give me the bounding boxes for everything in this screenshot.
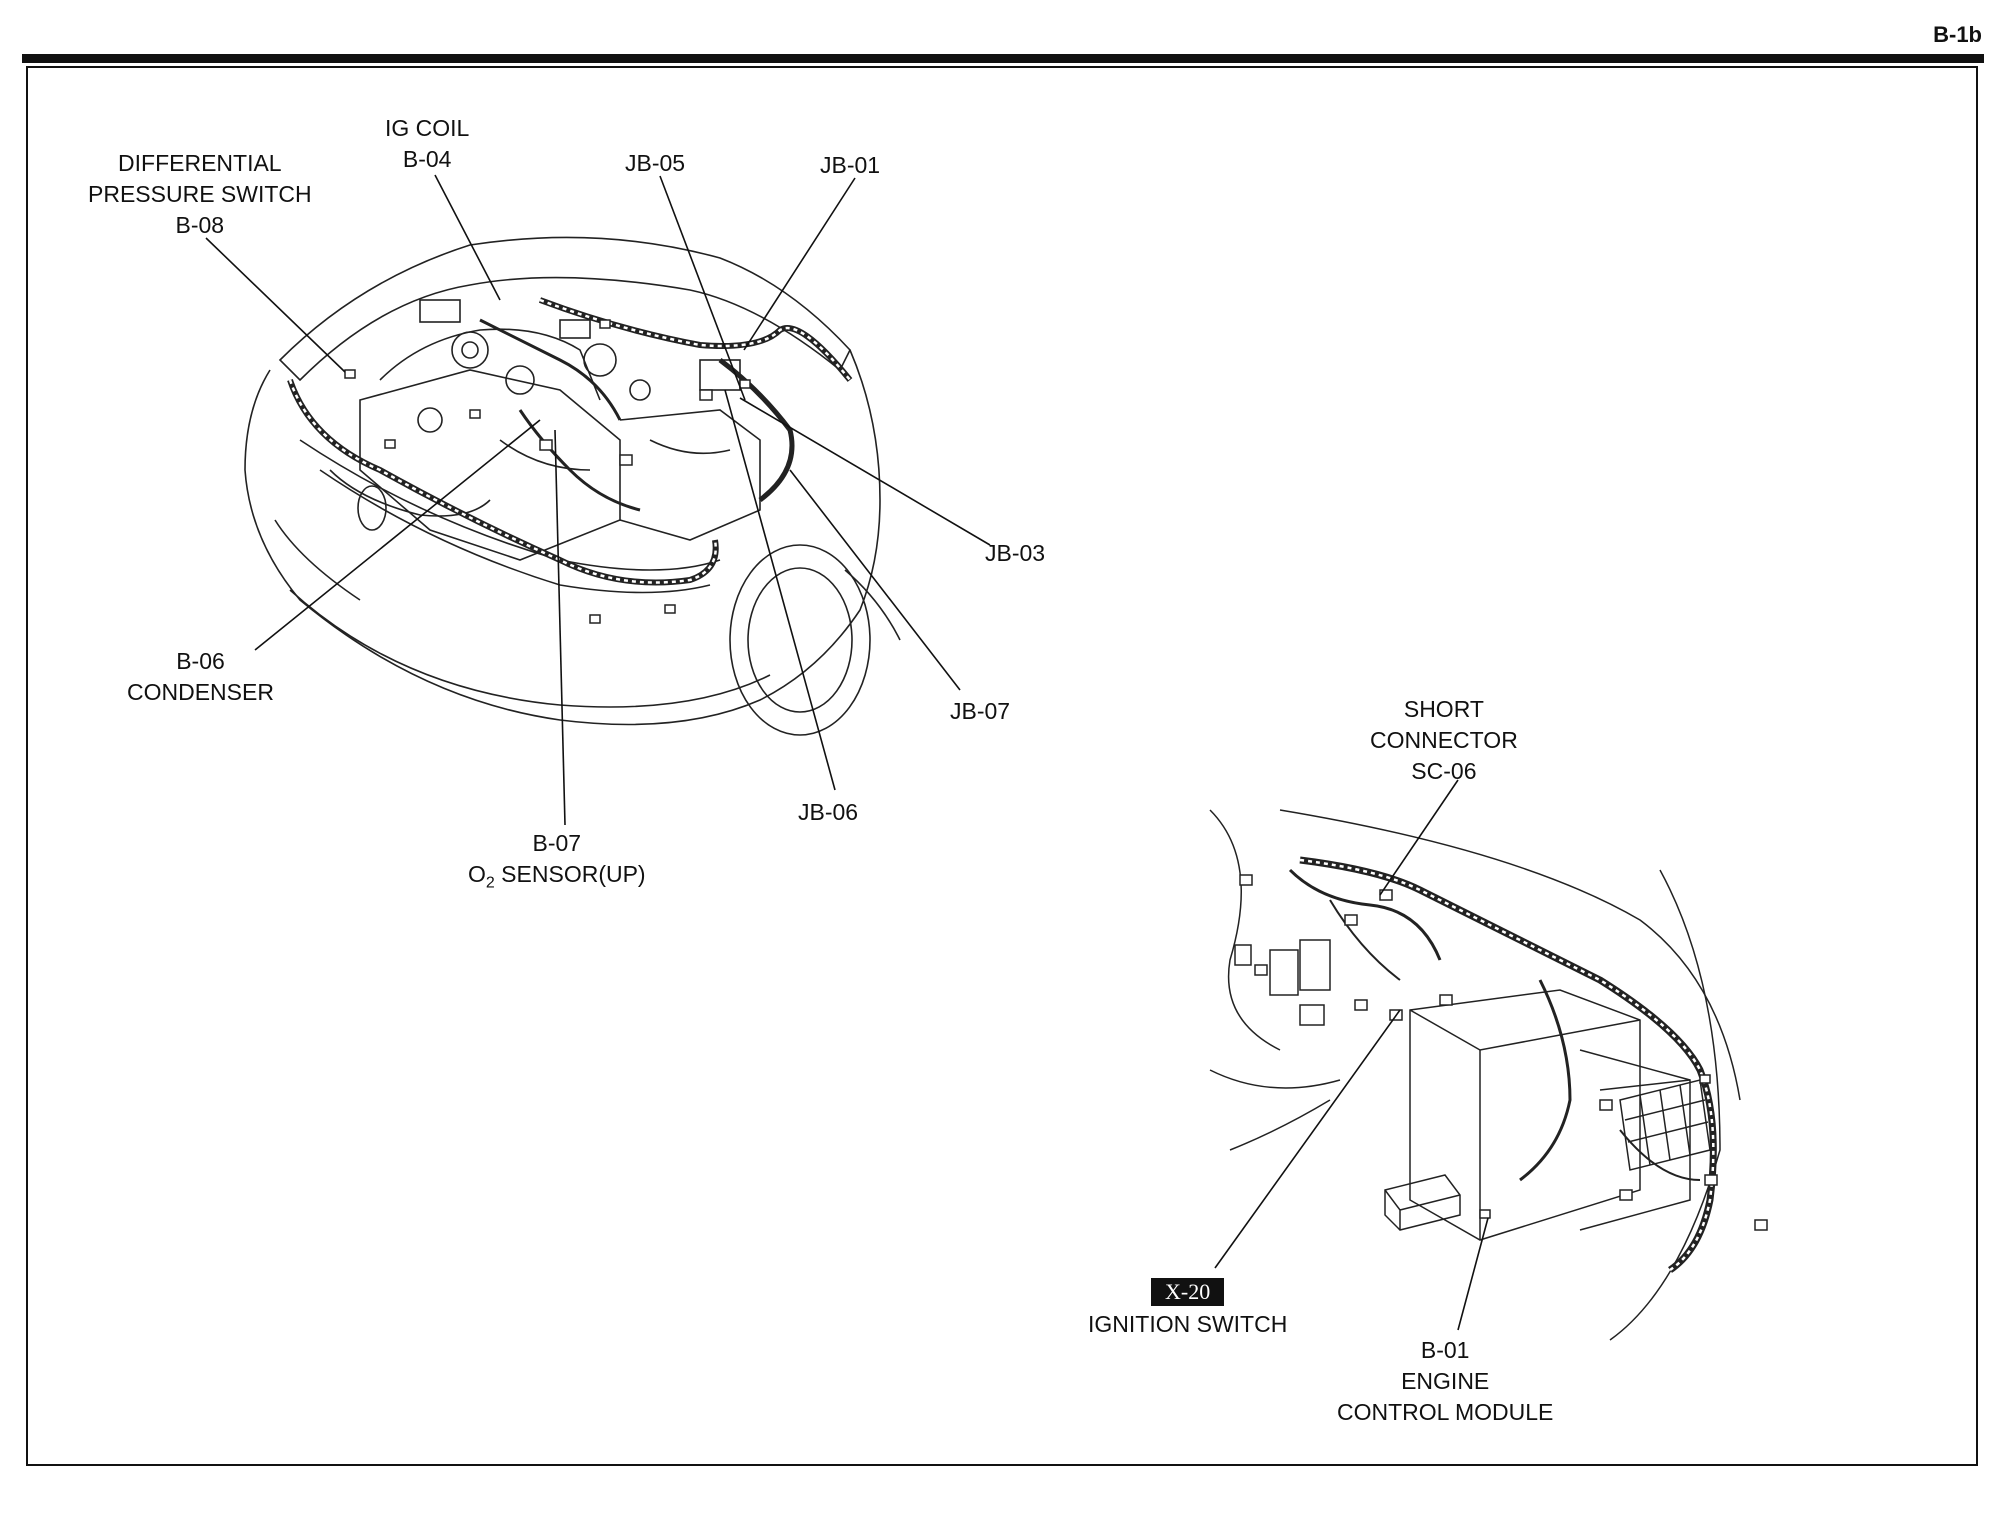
leader-jb01 xyxy=(743,177,856,351)
leader-jb05 xyxy=(659,175,746,401)
label-condenser: B-06 CONDENSER xyxy=(127,648,274,705)
label-jb-05: JB-05 xyxy=(625,150,686,176)
label-engine-control-module: B-01 ENGINE CONTROL MODULE xyxy=(1337,1337,1554,1425)
leader-short-connector xyxy=(1379,779,1459,896)
label-jb-03: JB-03 xyxy=(985,540,1046,566)
interior-drawing xyxy=(1209,809,1741,1341)
label-jb-01: JB-01 xyxy=(820,152,881,178)
leader-jb03 xyxy=(739,397,991,546)
header-rule xyxy=(22,54,1984,63)
leader-lines xyxy=(205,174,1489,1331)
interior-harness xyxy=(1288,856,1717,1273)
label-jb-07: JB-07 xyxy=(950,698,1011,724)
label-ig-coil: IG COIL B-04 xyxy=(385,115,470,172)
leader-ecm xyxy=(1457,1217,1489,1331)
leader-diff-pressure xyxy=(205,237,346,373)
leader-ignition-switch xyxy=(1214,1009,1401,1269)
engine-connectors xyxy=(344,319,751,624)
connector-badge: X-20 xyxy=(1151,1278,1225,1306)
interior-connectors xyxy=(1239,874,1768,1231)
leader-ig-coil xyxy=(434,174,501,301)
label-short-connector: SHORT CONNECTOR SC-06 xyxy=(1370,696,1518,784)
diagram-frame xyxy=(26,66,1978,1466)
label-ignition-switch: X-20 IGNITION SWITCH xyxy=(1088,1278,1288,1337)
page-code: B-1b xyxy=(1933,22,1982,47)
label-differential-pressure-switch: DIFFERENTIAL PRESSURE SWITCH B-08 xyxy=(88,150,312,238)
leader-jb07 xyxy=(789,469,961,691)
leader-o2-sensor xyxy=(554,429,566,826)
label-jb-06: JB-06 xyxy=(798,799,859,825)
label-o2-sensor: B-07 O2 SENSOR(UP) xyxy=(468,830,646,892)
engine-harness xyxy=(287,297,853,586)
leader-condenser xyxy=(254,419,541,651)
engine-bay-drawing xyxy=(244,236,901,736)
leader-jb06 xyxy=(724,389,836,791)
